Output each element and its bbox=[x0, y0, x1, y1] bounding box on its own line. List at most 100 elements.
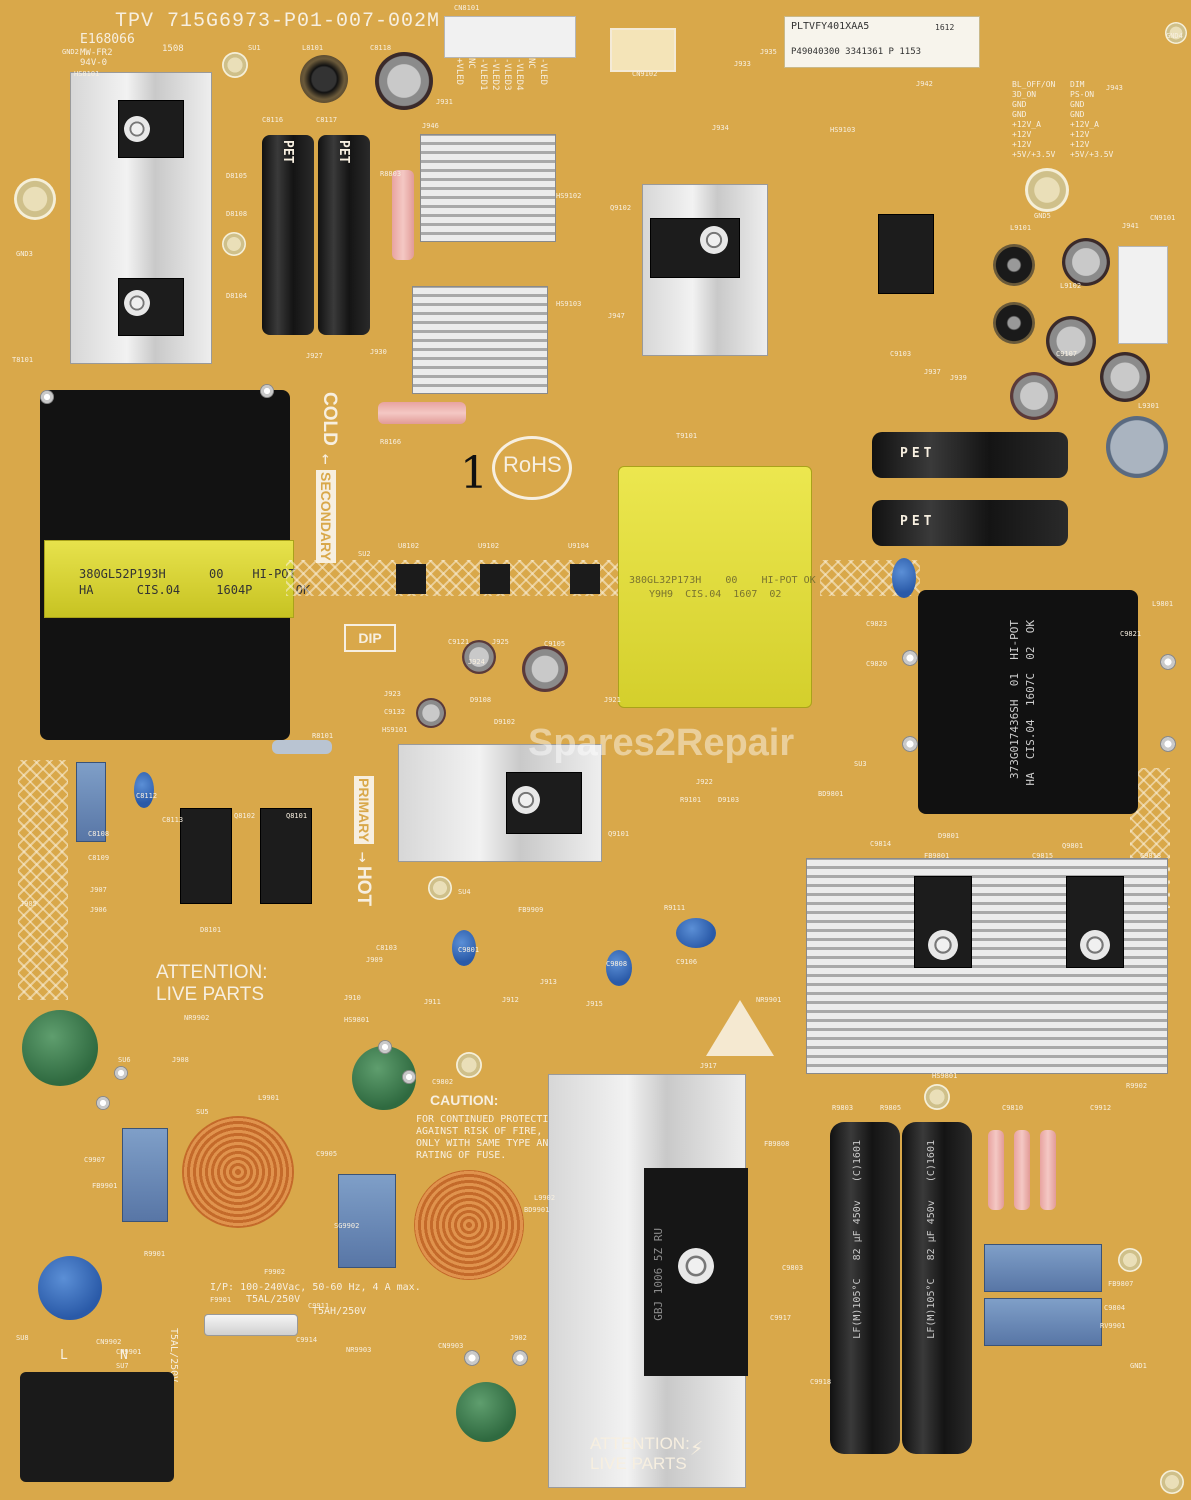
ref-designator: GND5 bbox=[1034, 212, 1051, 220]
live-parts-label: LIVE PARTS bbox=[156, 984, 265, 1005]
ref-designator: L9101 bbox=[1010, 224, 1032, 232]
pinout-cell: 3D_ON bbox=[1012, 90, 1037, 99]
ref-designator: J924 bbox=[468, 658, 485, 666]
solder-pad bbox=[40, 390, 54, 404]
cold-label: COLD bbox=[319, 392, 340, 446]
mains-connector-cn9901[interactable] bbox=[20, 1372, 174, 1482]
solder-pad bbox=[1160, 736, 1176, 752]
ref-designator: J902 bbox=[510, 1334, 527, 1342]
ref-designator: R8101 bbox=[312, 732, 334, 740]
ref-designator: NR9903 bbox=[346, 1346, 372, 1354]
ref-designator: J905 bbox=[20, 900, 37, 908]
screw-icon bbox=[678, 1248, 714, 1284]
ref-designator: C9121 bbox=[448, 638, 470, 646]
pin-label: -VLED4 bbox=[514, 58, 524, 91]
thermistor-nr9903 bbox=[456, 1382, 516, 1442]
inductor-l8101 bbox=[300, 55, 348, 103]
ref-designator: L9301 bbox=[1138, 402, 1160, 410]
pin-label: -VLED1 bbox=[478, 58, 488, 91]
transformer-t9801: 373G017436SH 01 HI-POT HA CIS.04 1607C 0… bbox=[918, 590, 1138, 814]
mounting-hole bbox=[924, 1084, 950, 1110]
resistor bbox=[1014, 1130, 1030, 1210]
ref-designator: J930 bbox=[370, 348, 387, 356]
bridge-code: GBJ 1006 5Z RU bbox=[652, 1228, 665, 1321]
ref-designator: C9823 bbox=[866, 620, 888, 628]
transformer-code: Y9H9 CIS.04 1607 02 bbox=[649, 589, 782, 600]
ref-designator: C9105 bbox=[544, 640, 566, 648]
date-code: 1508 bbox=[162, 44, 184, 54]
mounting-hole bbox=[222, 232, 246, 256]
transformer-code: 373G017436SH 01 HI-POT bbox=[1008, 620, 1021, 779]
ref-designator: J917 bbox=[700, 1062, 717, 1070]
pinout-cell: +12V_A bbox=[1070, 120, 1099, 129]
x-capacitor bbox=[984, 1244, 1102, 1292]
ref-designator: T8101 bbox=[12, 356, 34, 364]
ref-designator: R9803 bbox=[832, 1104, 854, 1112]
serial-sticker: PLTVFY401XAA5 1612 P49040300 3341361 P 1… bbox=[784, 16, 980, 68]
primary-label: PRIMARY bbox=[354, 776, 374, 845]
ref-designator: J915 bbox=[586, 1000, 603, 1008]
ref-designator: C9918 bbox=[810, 1378, 832, 1386]
screw-icon bbox=[124, 116, 150, 142]
ref-designator: J922 bbox=[696, 778, 713, 786]
heatsink-hs9103 bbox=[412, 286, 548, 394]
inductor-l9102 bbox=[993, 302, 1035, 344]
ref-designator: C9907 bbox=[84, 1156, 106, 1164]
ref-designator: C9103 bbox=[890, 350, 912, 358]
ref-designator: Q8102 bbox=[234, 812, 256, 820]
ref-designator: J921 bbox=[604, 696, 621, 704]
ref-designator: C9821 bbox=[1120, 630, 1142, 638]
fuse-rating: T5AL/250V bbox=[246, 1294, 301, 1305]
x-capacitor-c9902 bbox=[338, 1174, 396, 1268]
inductor-l9101 bbox=[993, 244, 1035, 286]
ref-designator: SU6 bbox=[118, 1056, 131, 1064]
mains-n-label: N bbox=[120, 1348, 128, 1363]
pin-label: -VLED bbox=[538, 58, 548, 86]
pet-label: PET bbox=[336, 140, 351, 164]
ref-designator: D8104 bbox=[226, 292, 248, 300]
pinout-row: +12V+12V bbox=[1012, 140, 1132, 150]
ref-designator: J942 bbox=[916, 80, 933, 88]
optocoupler-u9104 bbox=[570, 564, 600, 594]
ref-designator: C9803 bbox=[782, 1264, 804, 1272]
mounting-hole bbox=[1160, 1470, 1184, 1494]
ref-designator: C9818 bbox=[1140, 852, 1162, 860]
mounting-hole bbox=[222, 52, 248, 78]
ref-designator: J908 bbox=[172, 1056, 189, 1064]
ref-designator: CN9901 bbox=[116, 1348, 142, 1356]
caution-line: AGAINST RISK OF FIRE, REPLACE bbox=[416, 1126, 591, 1137]
board-part-number: TPV 715G6973-P01-007-002M bbox=[115, 10, 441, 33]
transformer-code: HA CIS.04 1604P OK bbox=[79, 583, 311, 597]
solder-pad bbox=[902, 736, 918, 752]
x-capacitor bbox=[984, 1298, 1102, 1346]
mains-l-label: L bbox=[60, 1348, 68, 1363]
ref-designator: D8105 bbox=[226, 172, 248, 180]
ref-designator: J913 bbox=[540, 978, 557, 986]
capacitor bbox=[1010, 372, 1058, 420]
isolation-band bbox=[18, 760, 68, 1000]
ref-designator: C8108 bbox=[88, 830, 110, 838]
attention-label: ATTENTION: bbox=[156, 962, 268, 983]
y-capacitor bbox=[606, 950, 632, 986]
solder-pad bbox=[96, 1096, 110, 1110]
pinout-cell: GND bbox=[1070, 100, 1085, 109]
hot-label: HOT bbox=[353, 866, 374, 907]
heatsink-hs9102 bbox=[420, 134, 556, 242]
ref-designator: HS8101 bbox=[74, 70, 100, 78]
pinout-row: +5V/+3.5V+5V/+3.5V bbox=[1012, 150, 1132, 160]
ref-designator: R8166 bbox=[380, 438, 402, 446]
ref-designator: U9102 bbox=[478, 542, 500, 550]
connector-cn9102 bbox=[610, 28, 676, 72]
ref-designator: J907 bbox=[90, 886, 107, 894]
ref-designator: D9108 bbox=[470, 696, 492, 704]
ref-designator: C9917 bbox=[770, 1314, 792, 1322]
ref-designator: FB9808 bbox=[764, 1140, 790, 1148]
optocoupler-u8102 bbox=[396, 564, 426, 594]
rohs-text: RoHS bbox=[503, 452, 562, 477]
thermistor-nr9901 bbox=[22, 1010, 98, 1086]
live-parts-label: LIVE PARTS bbox=[590, 1454, 687, 1473]
ref-designator: C9912 bbox=[1090, 1104, 1112, 1112]
dip-label: DIP bbox=[344, 624, 396, 652]
bulk-capacitor bbox=[902, 1122, 972, 1454]
